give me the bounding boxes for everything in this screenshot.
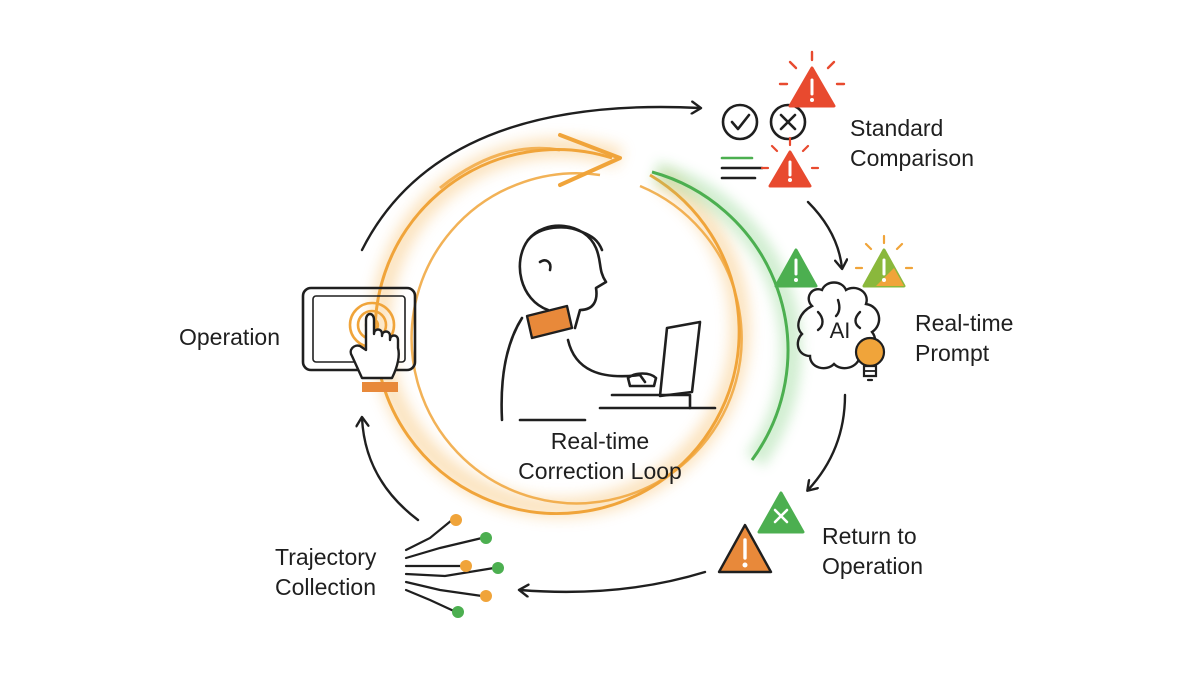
- center-glow-loop: [370, 133, 802, 518]
- return-to-operation-label: Return to Operation: [822, 521, 923, 581]
- check-circle-icon: [721, 103, 759, 141]
- center-label-line1: Real-time: [550, 428, 650, 454]
- arrow-comparison-to-prompt: [806, 200, 842, 268]
- person-at-laptop-icon: [500, 224, 717, 422]
- warning-triangle-icon-middle: [760, 136, 820, 188]
- standard-comparison-label: Standard Comparison: [850, 113, 974, 173]
- trajectory-branches-icon: [404, 514, 504, 618]
- realtime-prompt-line1: Real-time: [915, 310, 1014, 336]
- operation-line1: Operation: [179, 324, 281, 350]
- center-label-line2: Correction Loop: [518, 458, 682, 484]
- trajectory-node-green: [492, 562, 504, 574]
- return-icon-group: [717, 491, 805, 574]
- tablet-touch-icon: [301, 286, 417, 392]
- center-loop-label: Real-time Correction Loop: [490, 426, 710, 486]
- arrow-return-to-collection: [520, 570, 707, 592]
- arrow-operation-to-comparison: [360, 107, 700, 252]
- green-x-triangle-icon: [757, 491, 805, 534]
- standard-comparison-line2: Comparison: [850, 145, 974, 171]
- trajectory-collection-line2: Collection: [275, 574, 376, 600]
- return-to-operation-line2: Operation: [822, 553, 924, 579]
- trajectory-node-green: [480, 532, 492, 544]
- orange-collar: [525, 304, 574, 340]
- document-lines-icon: [720, 156, 764, 180]
- arrow-collection-to-operation: [362, 418, 420, 522]
- gradient-warning-icon: [854, 234, 914, 288]
- trajectory-node-orange: [450, 514, 462, 526]
- outer-cycle-arrows: [362, 107, 845, 592]
- green-warning-icon: [774, 248, 818, 288]
- prompt-icon-group: AI: [774, 234, 914, 382]
- trajectory-node-green: [452, 606, 464, 618]
- comparison-icon-group: [720, 50, 846, 188]
- lightbulb-icon: [854, 336, 886, 382]
- green-loop-segment: [651, 170, 790, 461]
- orange-loop-outer: [373, 148, 741, 515]
- trajectory-collection-label: Trajectory Collection: [275, 542, 376, 602]
- trajectory-node-orange: [480, 590, 492, 602]
- trajectory-collection-line1: Trajectory: [275, 544, 377, 570]
- orange-loop-inner: [410, 172, 743, 505]
- warning-triangle-icon-top: [778, 50, 846, 108]
- standard-comparison-line1: Standard: [850, 115, 944, 141]
- realtime-prompt-label: Real-time Prompt: [915, 308, 1013, 368]
- orange-arrowhead: [558, 133, 622, 187]
- x-circle-icon: [769, 103, 807, 141]
- trajectory-node-orange: [460, 560, 472, 572]
- realtime-prompt-line2: Prompt: [915, 340, 990, 366]
- arrow-prompt-to-return: [808, 393, 847, 490]
- orange-warning-icon: [717, 523, 773, 574]
- operation-label: Operation: [179, 322, 280, 352]
- return-to-operation-line1: Return to: [822, 523, 917, 549]
- brain-ai-text: AI: [830, 318, 851, 343]
